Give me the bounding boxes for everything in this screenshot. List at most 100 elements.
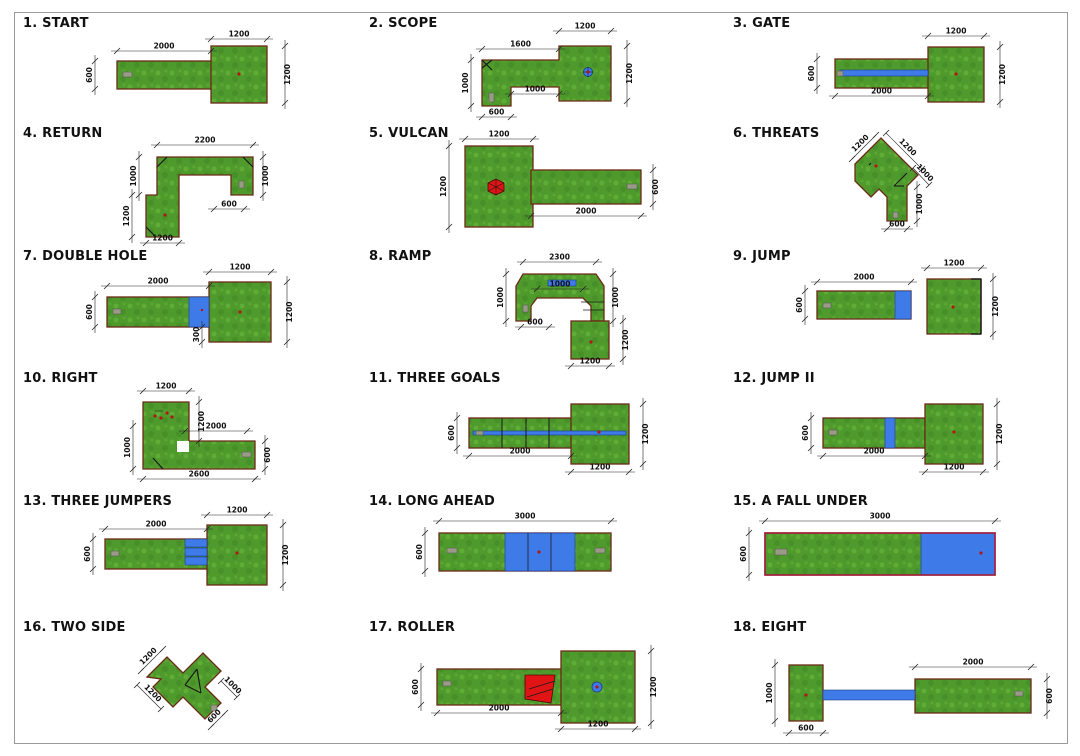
dimension-label: 2600: [189, 470, 210, 479]
dimension-line: 1000: [913, 181, 924, 227]
dimension-line: 600: [208, 200, 250, 213]
dimension-line: 3000: [433, 512, 617, 525]
dimension-label: 1000: [261, 166, 270, 187]
dimension-label: 600: [807, 66, 816, 82]
obstacle-line: [156, 156, 168, 168]
dimension-label: 1200: [998, 64, 1007, 85]
dimension-label: 1200: [946, 27, 967, 36]
dimension-label: 1200: [621, 330, 630, 351]
tee-marker: [836, 70, 844, 77]
fairway: [145, 652, 222, 720]
dimension-label: 3000: [515, 512, 536, 521]
dimension-line: 1000: [609, 268, 620, 327]
dimension-label: 1000: [461, 73, 470, 94]
dimension-line: 1200: [281, 40, 292, 109]
dimension-label: 1200: [197, 411, 206, 432]
obstacle-line: [184, 684, 202, 694]
hole-title: 16. TWO SIDE: [23, 620, 126, 635]
hole-title: 6. THREATS: [733, 126, 820, 141]
dimension-line: 2000: [829, 87, 934, 100]
dimension-line: 1200: [439, 140, 453, 233]
tee-marker: [522, 304, 529, 313]
dimension-line: 1200: [993, 398, 1004, 470]
obstacle-line: [184, 668, 198, 686]
dimension-line: 1200: [919, 463, 989, 476]
water-hazard: [839, 69, 929, 77]
tee-marker: [122, 71, 133, 78]
dimension-label: 2000: [146, 520, 167, 529]
dimension-line: 2000: [811, 273, 917, 286]
dimension-line: 1200: [201, 506, 273, 519]
dimension-line: 600: [1043, 673, 1054, 719]
dimension-line: 3000: [759, 512, 1001, 525]
dimension-label: 600: [795, 297, 804, 313]
dimension-label: 1000: [525, 85, 546, 94]
dimension-label: 1200: [156, 382, 177, 391]
fairway: [210, 45, 268, 104]
hole-title: 18. EIGHT: [733, 620, 807, 635]
obstacle-line: [152, 457, 164, 470]
dimension-label: 1200: [588, 720, 609, 729]
dimension-label: 600: [1045, 688, 1054, 704]
dimension-line: 600: [739, 527, 753, 581]
fairway: [530, 169, 642, 205]
dimension-line: 2000: [525, 207, 647, 220]
tee-marker: [594, 547, 606, 554]
dimension-label: 2000: [854, 273, 875, 282]
dimension-line: 600: [801, 412, 815, 454]
dimension-label: 1200: [439, 176, 448, 197]
dimension-label: 600: [489, 108, 505, 117]
dimension-line: 600: [85, 291, 99, 333]
dimension-label: 2300: [549, 253, 570, 262]
dimension-label: 2000: [510, 447, 531, 456]
dimension-line: 1200: [205, 30, 273, 43]
obstacle-line: [526, 688, 554, 698]
hole-cup: [238, 310, 242, 314]
dimension-label: 600: [85, 67, 94, 83]
hole-title: 17. ROLLER: [369, 620, 456, 635]
hole-cup: [952, 430, 956, 434]
tee-marker: [110, 550, 120, 557]
dimension-line: 1200: [279, 519, 290, 591]
dimension-label: 1000: [611, 287, 620, 308]
dimension-label: 1200: [641, 424, 650, 445]
dimension-line: 1000: [123, 420, 137, 475]
dimension-line: 1200: [137, 382, 195, 395]
dimension-line: 600: [261, 435, 272, 475]
dimension-label: 600: [263, 447, 272, 463]
hole-cup: [170, 415, 174, 419]
dimension-line: 1200: [203, 263, 277, 276]
obstacle-line: [528, 680, 556, 690]
dimension-label: 600: [221, 200, 237, 209]
dimension-label: 600: [739, 546, 748, 562]
dimension-label: 2000: [576, 207, 597, 216]
dimension-label: 600: [447, 425, 456, 441]
hole-cup: [595, 685, 599, 689]
hole-title: 5. VULCAN: [369, 126, 449, 141]
dimension-label: 1600: [510, 40, 531, 49]
tee-marker: [822, 302, 832, 309]
hole-cup: [237, 72, 241, 76]
dimension-line: 1200: [921, 259, 987, 272]
dimension-label: 1200: [281, 545, 290, 566]
hole-title: 10. RIGHT: [23, 371, 98, 386]
dimension-label: 1200: [489, 130, 510, 139]
dimension-label: 1000: [129, 166, 138, 187]
dimension-label: 1000: [765, 683, 774, 704]
hole-title: 2. SCOPE: [369, 16, 438, 31]
